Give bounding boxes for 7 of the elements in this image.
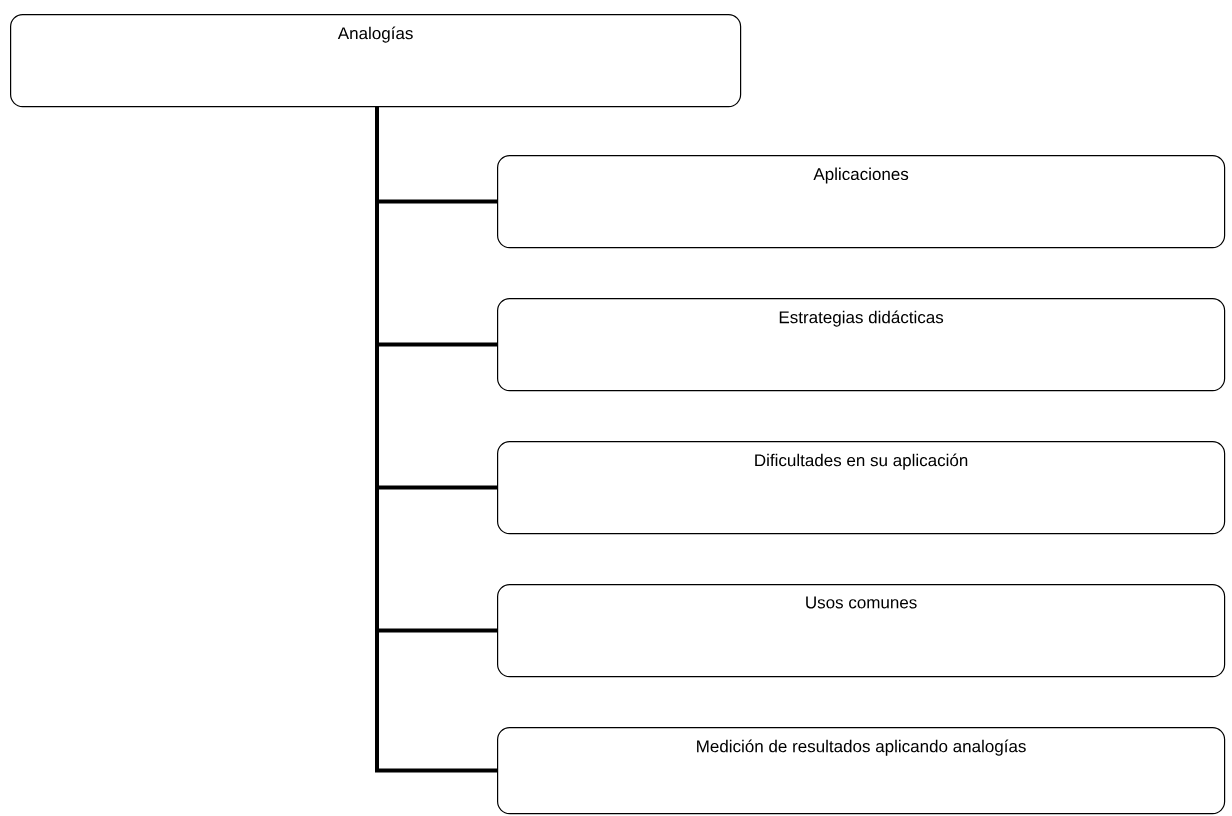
topic-box: Estrategias didácticas bbox=[497, 298, 1226, 392]
topic-box: Medición de resultados aplicando analogías bbox=[497, 727, 1226, 815]
topic-box: Aplicaciones bbox=[497, 155, 1226, 249]
topic-box: Usos comunes bbox=[497, 584, 1226, 678]
topic-box: Analogías bbox=[10, 14, 742, 108]
topic-box: Dificultades en su aplicación bbox=[497, 441, 1226, 535]
connector-line bbox=[375, 107, 497, 773]
